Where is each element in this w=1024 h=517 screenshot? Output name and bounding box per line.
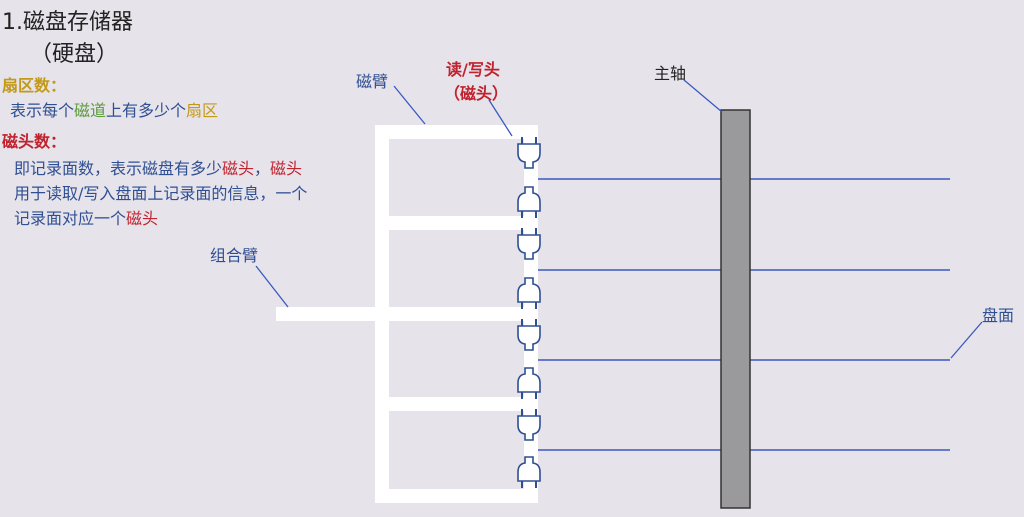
leader-spindle <box>683 79 723 113</box>
leader-platter <box>950 321 983 359</box>
sector-count-description: 表示每个磁道上有多少个扇区 <box>10 97 218 121</box>
head-line1-b: 磁头 <box>222 159 255 178</box>
sector-desc-track: 磁道 <box>74 101 107 120</box>
label-read-write-head: 读/写头 <box>446 60 500 79</box>
label-spindle: 主轴 <box>654 64 687 83</box>
sector-desc-sector: 扇区 <box>186 101 219 120</box>
head-count-line-2: 用于读取/写入盘面上记录面的信息，一个 <box>14 180 307 204</box>
arm-rung-2 <box>375 216 538 230</box>
spindle <box>720 109 751 509</box>
head-line3-b: 磁头 <box>126 209 159 228</box>
head-line3-a: 记录面对应一个 <box>14 209 127 228</box>
label-platter: 盘面 <box>982 306 1015 325</box>
leader-head <box>488 99 513 137</box>
leader-lines <box>255 79 983 359</box>
label-combination-arm: 组合臂 <box>210 246 259 265</box>
page-subtitle: （硬盘） <box>30 42 119 67</box>
arm-rung-4 <box>375 397 538 411</box>
arm-rung-3 <box>375 307 538 321</box>
arm-assembly <box>276 125 538 503</box>
label-read-write-head-alias: （磁头） <box>444 84 509 103</box>
head-count-line-1: 即记录面数，表示磁盘有多少磁头，磁头 <box>14 155 302 179</box>
head-count-heading-text: 磁头数： <box>2 132 67 151</box>
head-count-line-3: 记录面对应一个磁头 <box>14 205 158 229</box>
leader-arm <box>393 85 426 125</box>
arm-rung-1 <box>375 125 538 139</box>
leader-combination-arm <box>255 265 289 308</box>
sector-desc-middle: 上有多少个 <box>106 101 187 120</box>
page-title: 1.磁盘存储器 <box>2 10 133 35</box>
arm-rung-5 <box>375 489 538 503</box>
sector-count-heading-text: 扇区数： <box>2 76 67 95</box>
head-line1-a: 即记录面数，表示磁盘有多少 <box>14 159 223 178</box>
head-line1-c: ， <box>254 159 271 178</box>
combination-arm-shaft <box>276 307 386 321</box>
head-count-heading: 磁头数： <box>2 128 66 152</box>
head-line1-d: 磁头 <box>270 159 303 178</box>
sector-desc-prefix: 表示每个 <box>10 101 75 120</box>
label-disk-arm: 磁臂 <box>356 72 389 91</box>
head-line2: 用于读取/写入盘面上记录面的信息，一个 <box>14 184 308 203</box>
sector-count-heading: 扇区数： <box>2 72 66 96</box>
